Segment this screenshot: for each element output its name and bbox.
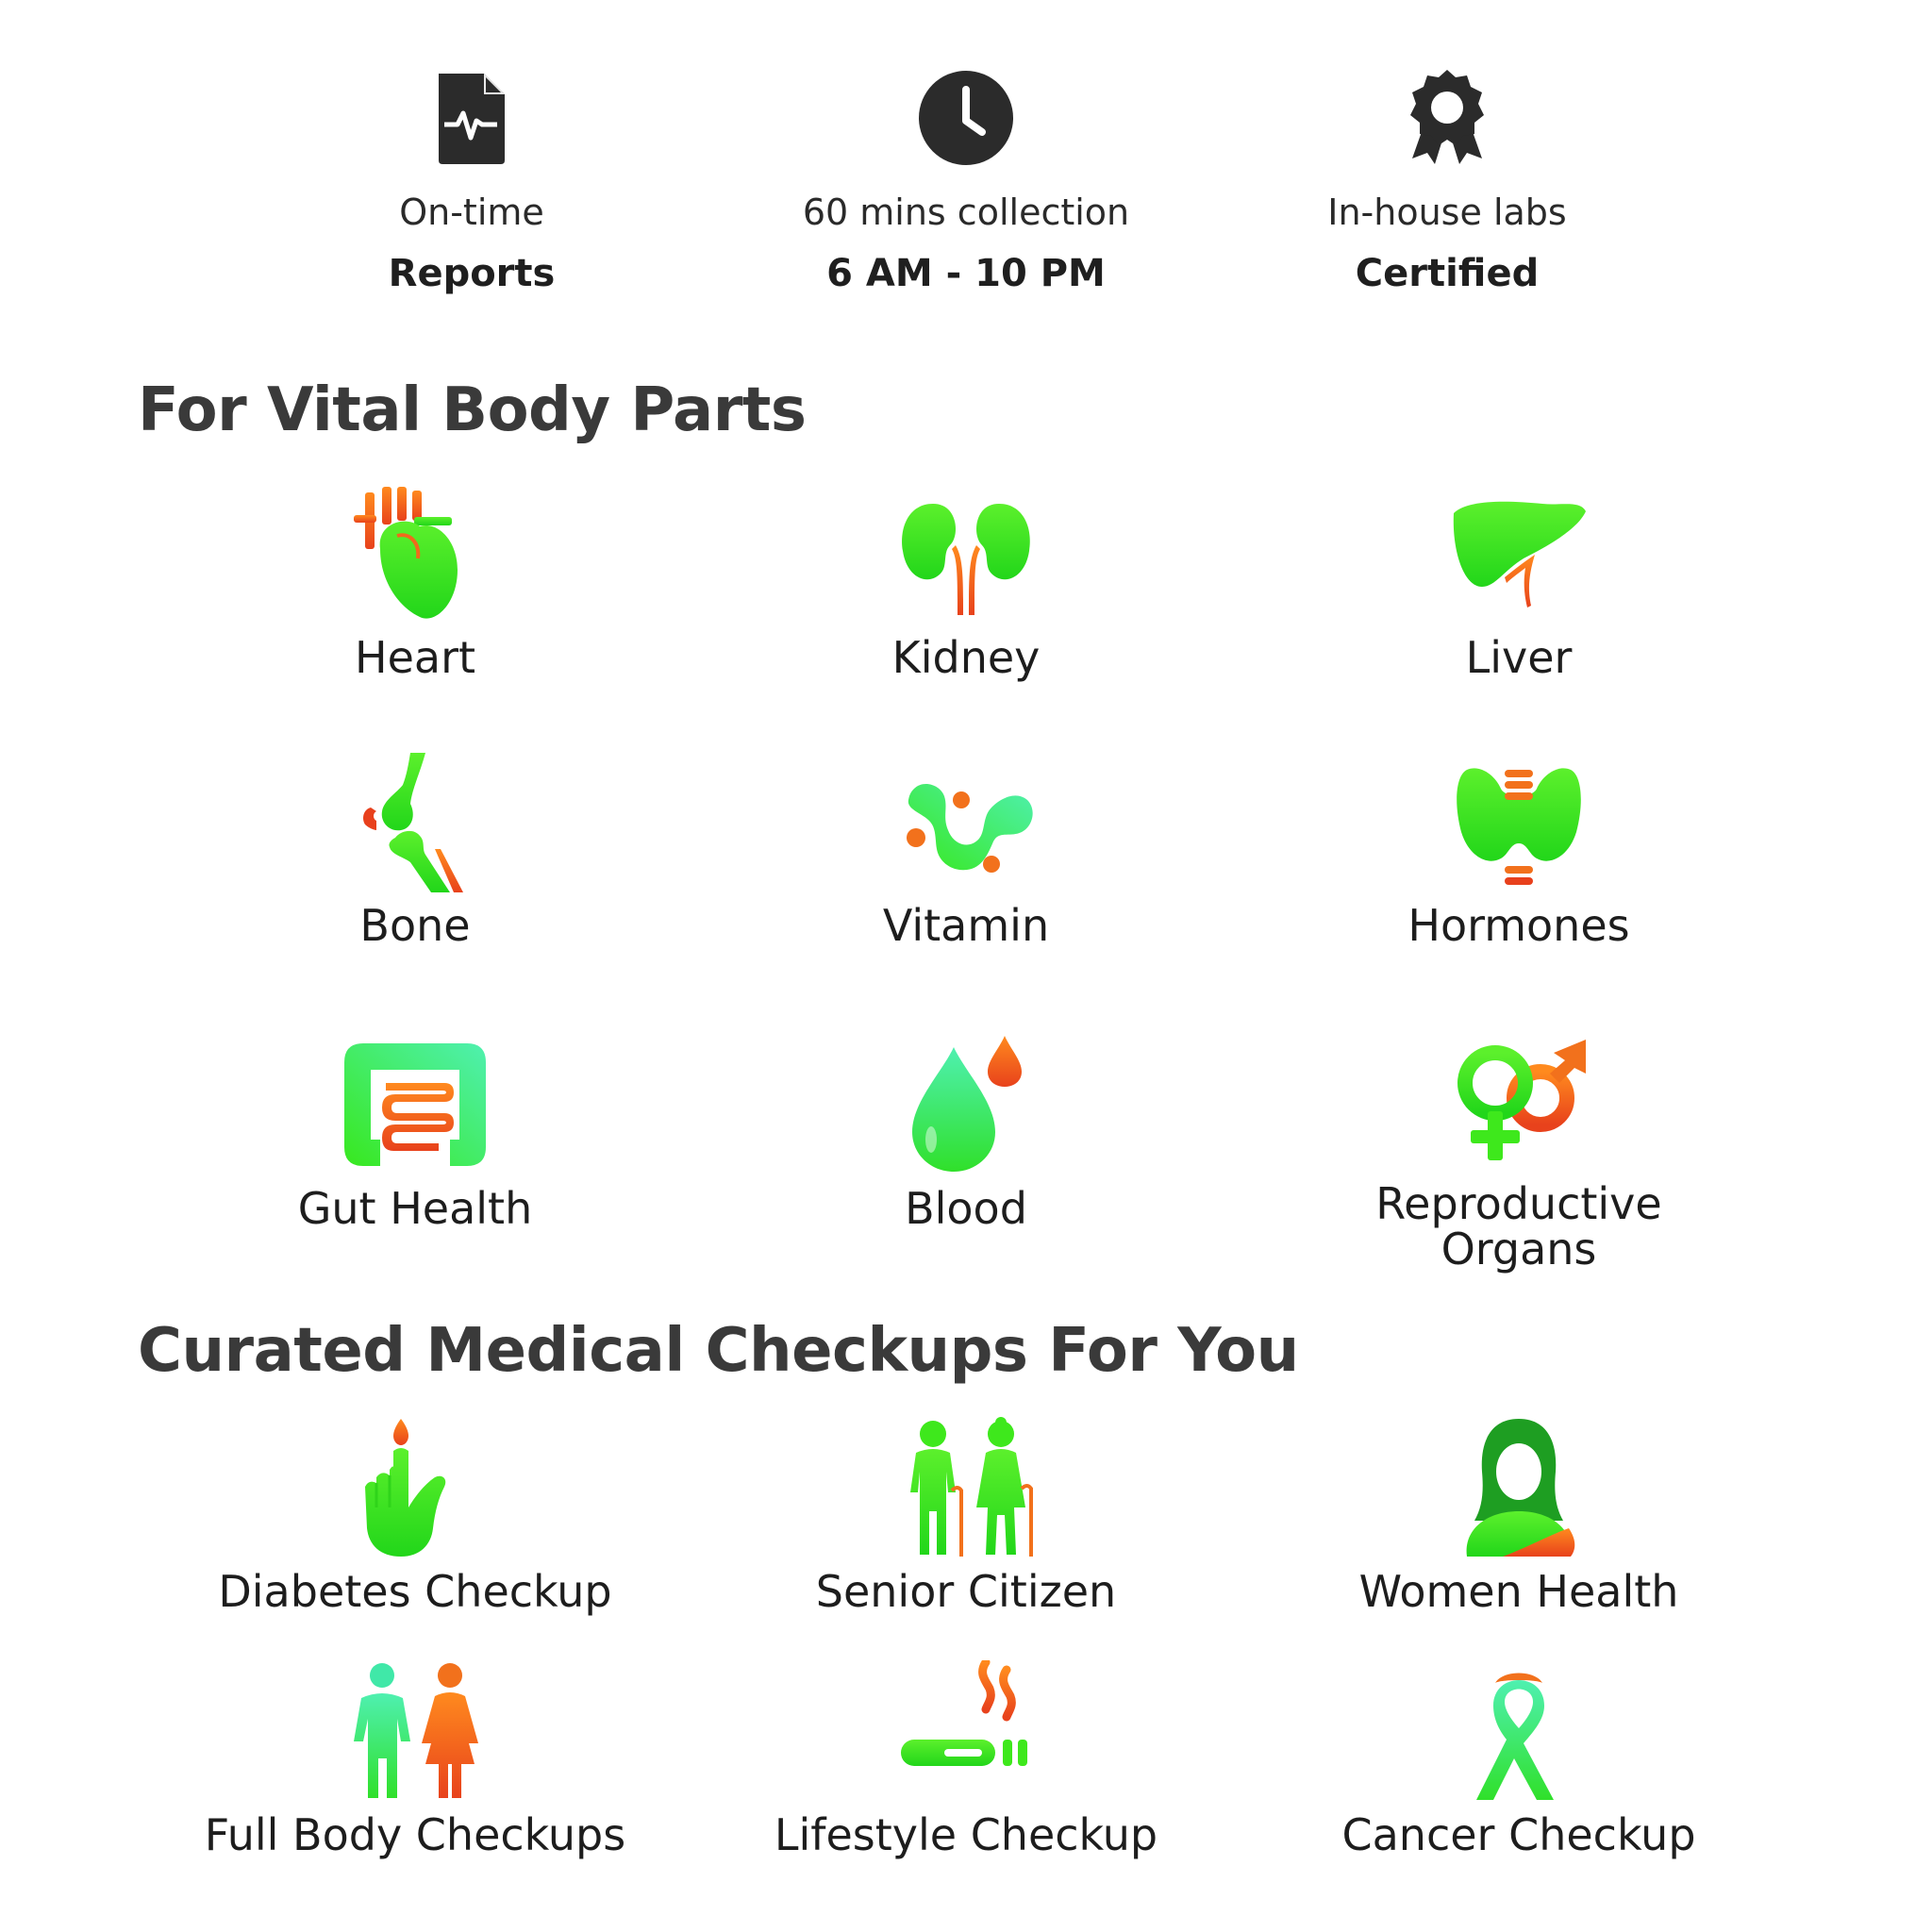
tile-label: Reproductive Organs	[1375, 1178, 1662, 1274]
tile-cancer-checkup[interactable]: Cancer Checkup	[1255, 1660, 1783, 1858]
heart-icon	[354, 487, 458, 619]
tile-hormones[interactable]: Hormones	[1255, 751, 1783, 949]
tile-blood[interactable]: Blood	[702, 1034, 1230, 1232]
tile-label: Cancer Checkup	[1341, 1809, 1696, 1860]
curated-section-title: Curated Medical Checkups For You	[138, 1316, 1299, 1386]
feature-line1: On-time	[399, 192, 544, 233]
tile-liver[interactable]: Liver	[1255, 483, 1783, 681]
finger-prick-icon	[365, 1419, 446, 1557]
tile-label: Gut Health	[297, 1183, 533, 1234]
elderly-couple-icon	[910, 1417, 1033, 1557]
tile-label: Hormones	[1407, 900, 1630, 951]
tile-label: Heart	[354, 632, 476, 683]
clock-icon	[919, 71, 1013, 165]
feature-reports: On-time Reports	[208, 66, 736, 296]
intestine-icon	[344, 1043, 486, 1166]
feature-line2: 6 AM - 10 PM	[826, 252, 1106, 295]
feature-line2: Reports	[388, 252, 556, 295]
vitamin-icon	[907, 783, 1033, 873]
woman-icon	[1466, 1419, 1575, 1557]
tile-label: Liver	[1465, 632, 1573, 683]
tile-lifestyle-checkup[interactable]: Lifestyle Checkup	[702, 1660, 1230, 1858]
tile-label: Bone	[359, 900, 471, 951]
tile-label: Senior Citizen	[815, 1566, 1117, 1617]
certified-badge-icon	[1410, 70, 1484, 164]
kidney-icon	[902, 504, 1030, 615]
feature-line2: Certified	[1355, 252, 1540, 295]
cigarette-icon	[901, 1660, 1027, 1766]
gender-symbols-icon	[1457, 1040, 1586, 1160]
blood-drop-icon	[912, 1036, 1022, 1172]
tile-reproductive-organs[interactable]: Reproductive Organs	[1255, 1034, 1783, 1272]
tile-gut-health[interactable]: Gut Health	[151, 1034, 679, 1232]
tile-label: Diabetes Checkup	[218, 1566, 612, 1617]
feature-line1: In-house labs	[1327, 192, 1567, 233]
tile-full-body-checkups[interactable]: Full Body Checkups	[151, 1660, 679, 1858]
tile-label: Full Body Checkups	[204, 1809, 626, 1860]
tile-bone[interactable]: Bone	[151, 751, 679, 949]
tile-label: Lifestyle Checkup	[774, 1809, 1158, 1860]
thyroid-icon	[1457, 768, 1581, 885]
man-woman-icon	[354, 1663, 478, 1798]
vital-section-title: For Vital Body Parts	[138, 375, 807, 445]
feature-collection: 60 mins collection 6 AM - 10 PM	[702, 66, 1230, 296]
tile-kidney[interactable]: Kidney	[702, 483, 1230, 681]
ribbon-icon	[1476, 1673, 1554, 1800]
tile-label: Women Health	[1358, 1566, 1679, 1617]
tile-heart[interactable]: Heart	[151, 483, 679, 681]
liver-icon	[1453, 501, 1586, 608]
tile-label: Kidney	[891, 632, 1041, 683]
feature-labs: In-house labs Certified	[1183, 66, 1711, 296]
tile-label: Vitamin	[882, 900, 1050, 951]
tile-senior-citizen[interactable]: Senior Citizen	[702, 1417, 1230, 1615]
tile-diabetes-checkup[interactable]: Diabetes Checkup	[151, 1417, 679, 1615]
tile-label: Blood	[905, 1183, 1027, 1234]
tile-women-health[interactable]: Women Health	[1255, 1417, 1783, 1615]
feature-line1: 60 mins collection	[802, 192, 1130, 233]
tile-vitamin[interactable]: Vitamin	[702, 751, 1230, 949]
bone-icon	[363, 753, 463, 892]
report-file-icon	[439, 74, 505, 164]
